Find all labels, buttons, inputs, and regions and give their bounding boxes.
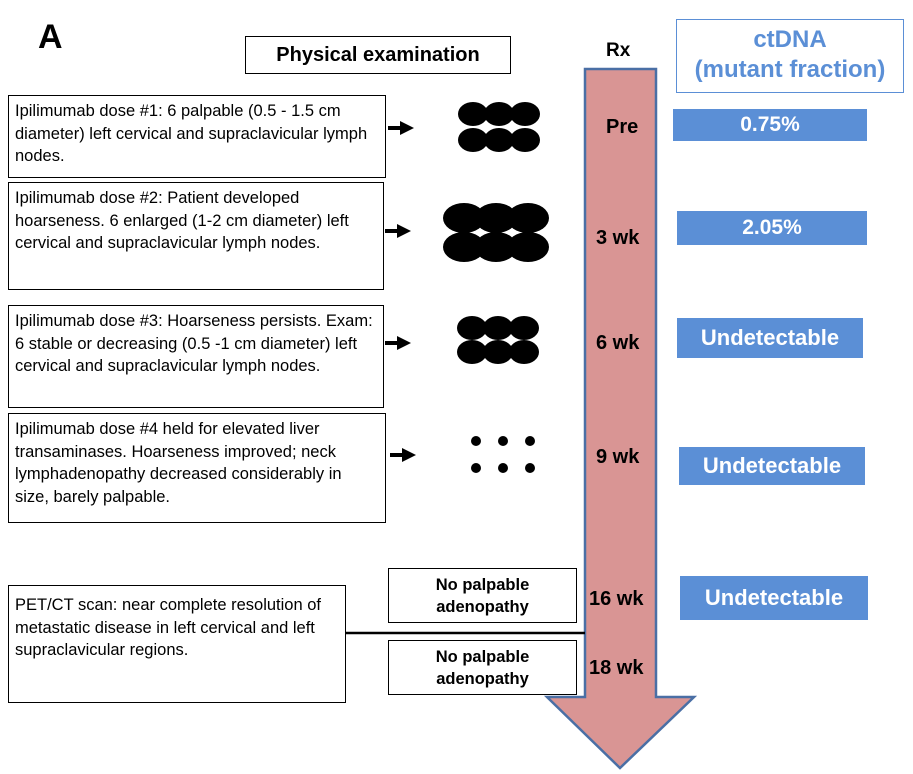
ctdna-value-3wk: 2.05% (677, 211, 867, 245)
ctdna-value-9wk: Undetectable (679, 447, 865, 485)
week-pre: Pre (606, 116, 639, 138)
week-6: 6 wk (596, 332, 640, 354)
lymph-nodes-6wk (457, 316, 539, 364)
ctdna-value-6wk: Undetectable (677, 318, 863, 358)
lymph-nodes-pre (458, 102, 540, 152)
physical-exam-title: Physical examination (245, 36, 511, 74)
note-dose-2: Ipilimumab dose #2: Patient developed ho… (8, 182, 384, 290)
week-18: 18 wk (589, 657, 644, 679)
note-dose-1: Ipilimumab dose #1: 6 palpable (0.5 - 1.… (8, 95, 386, 178)
note-dose-3: Ipilimumab dose #3: Hoarseness persists.… (8, 305, 384, 408)
ctdna-title: ctDNA (mutant fraction) (676, 19, 904, 93)
ctdna-title-line1: ctDNA (753, 26, 827, 53)
week-3: 3 wk (596, 227, 640, 249)
note-dose-4: Ipilimumab dose #4 held for elevated liv… (8, 413, 386, 523)
ctdna-title-line2: (mutant fraction) (694, 56, 886, 83)
connector-arrow-2 (385, 224, 411, 238)
ctdna-value-16wk: Undetectable (680, 576, 868, 620)
connector-arrow-1 (388, 121, 414, 135)
lymph-nodes-9wk (471, 436, 535, 473)
week-16: 16 wk (589, 588, 644, 610)
note-pet-ct: PET/CT scan: near complete resolution of… (8, 585, 346, 703)
connector-arrow-3 (385, 336, 411, 350)
rx-label: Rx (606, 40, 631, 61)
connector-arrow-4 (390, 448, 416, 462)
lymph-nodes-3wk (443, 203, 549, 262)
no-palpable-16wk: No palpable adenopathy (388, 568, 577, 623)
week-9: 9 wk (596, 446, 640, 468)
timeline-arrow (543, 67, 698, 770)
panel-label: A (38, 18, 63, 56)
no-palpable-18wk: No palpable adenopathy (388, 640, 577, 695)
ctdna-value-pre: 0.75% (673, 109, 867, 141)
